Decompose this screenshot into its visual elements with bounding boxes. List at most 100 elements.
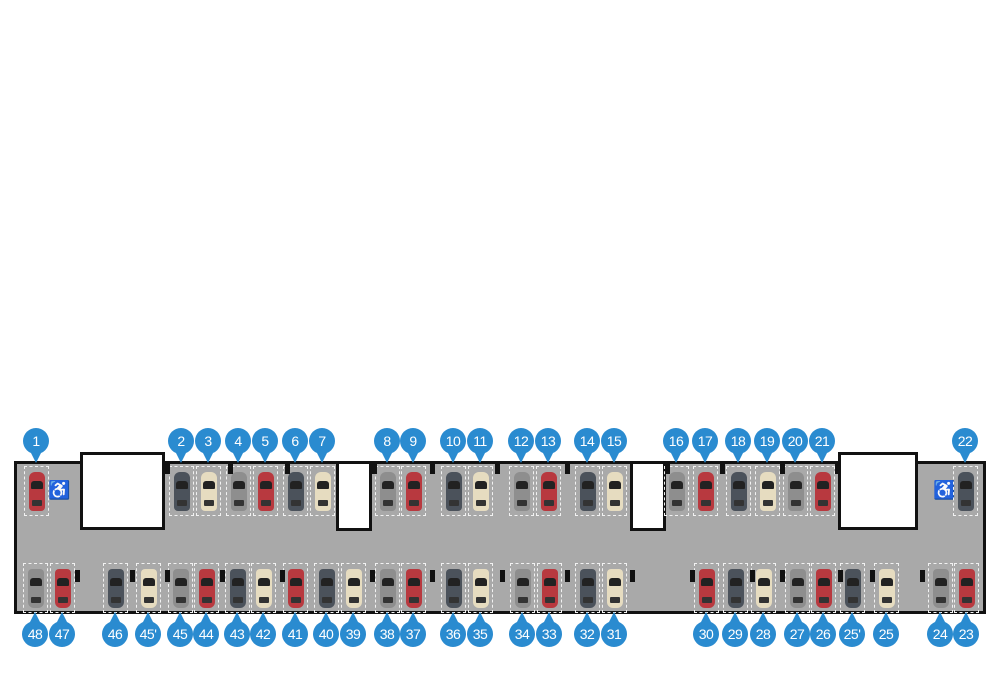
spot-number-pin[interactable]: 34: [509, 612, 535, 647]
spot-number-pin[interactable]: 6: [282, 428, 308, 463]
parking-spot[interactable]: [726, 466, 751, 516]
parking-spot[interactable]: [693, 466, 718, 516]
spot-number-pin[interactable]: 38: [374, 612, 400, 647]
parking-spot[interactable]: [954, 563, 979, 613]
parking-spot[interactable]: [103, 563, 128, 613]
parking-spot[interactable]: [928, 563, 953, 613]
spot-number-pin[interactable]: 15: [601, 428, 627, 463]
parking-spot[interactable]: [811, 563, 836, 613]
parking-spot[interactable]: [194, 563, 219, 613]
parking-spot[interactable]: [468, 563, 493, 613]
spot-number-pin[interactable]: 30: [693, 612, 719, 647]
parking-spot[interactable]: [751, 563, 776, 613]
spot-number-pin[interactable]: 20: [782, 428, 808, 463]
parking-spot[interactable]: [226, 466, 251, 516]
parking-spot[interactable]: [874, 563, 899, 613]
spot-number-pin[interactable]: 28: [750, 612, 776, 647]
spot-number-pin[interactable]: 26: [810, 612, 836, 647]
spot-number-pin[interactable]: 29: [722, 612, 748, 647]
parking-spot[interactable]: [783, 466, 808, 516]
parking-spot[interactable]: [441, 466, 466, 516]
parking-spot[interactable]: [664, 466, 689, 516]
parking-spot[interactable]: [24, 466, 49, 516]
parking-spot[interactable]: [536, 466, 561, 516]
parking-spot[interactable]: [50, 563, 75, 613]
parking-spot[interactable]: [169, 466, 194, 516]
spot-number-pin[interactable]: 37: [400, 612, 426, 647]
spot-number-pin[interactable]: 35: [467, 612, 493, 647]
spot-number-pin[interactable]: 8: [374, 428, 400, 463]
parking-spot[interactable]: [23, 563, 48, 613]
parking-spot[interactable]: [196, 466, 221, 516]
spot-number-pin[interactable]: 48: [22, 612, 48, 647]
spot-number-pin[interactable]: 43: [224, 612, 250, 647]
spot-number-pin[interactable]: 25': [839, 612, 865, 647]
spot-number-pin[interactable]: 46: [102, 612, 128, 647]
parking-spot[interactable]: [537, 563, 562, 613]
spot-number-pin[interactable]: 12: [508, 428, 534, 463]
spot-number-pin[interactable]: 5: [252, 428, 278, 463]
spot-number-pin[interactable]: 2: [168, 428, 194, 463]
spot-number-pin[interactable]: 24: [927, 612, 953, 647]
spot-number-pin[interactable]: 19: [754, 428, 780, 463]
spot-number-pin[interactable]: 9: [400, 428, 426, 463]
parking-spot[interactable]: [468, 466, 493, 516]
spot-number-pin[interactable]: 31: [601, 612, 627, 647]
spot-number-pin[interactable]: 17: [692, 428, 718, 463]
parking-spot[interactable]: [785, 563, 810, 613]
spot-number-pin[interactable]: 7: [309, 428, 335, 463]
spot-number-pin[interactable]: 36: [440, 612, 466, 647]
parking-spot[interactable]: [251, 563, 276, 613]
parking-spot[interactable]: [283, 563, 308, 613]
parking-spot[interactable]: [375, 563, 400, 613]
parking-spot[interactable]: [441, 563, 466, 613]
spot-number-pin[interactable]: 45: [167, 612, 193, 647]
parking-spot[interactable]: [401, 563, 426, 613]
spot-number-pin[interactable]: 16: [663, 428, 689, 463]
parking-spot[interactable]: [953, 466, 978, 516]
parking-spot[interactable]: [510, 563, 535, 613]
spot-number-pin[interactable]: 41: [282, 612, 308, 647]
parking-spot[interactable]: [168, 563, 193, 613]
parking-spot[interactable]: [509, 466, 534, 516]
spot-number-pin[interactable]: 27: [784, 612, 810, 647]
parking-spot[interactable]: [401, 466, 426, 516]
spot-number-pin[interactable]: 22: [952, 428, 978, 463]
spot-number-pin[interactable]: 47: [49, 612, 75, 647]
spot-number-pin[interactable]: 13: [535, 428, 561, 463]
parking-spot[interactable]: [723, 563, 748, 613]
spot-number-pin[interactable]: 44: [193, 612, 219, 647]
parking-spot[interactable]: [602, 563, 627, 613]
spot-number-pin[interactable]: 42: [250, 612, 276, 647]
parking-spot[interactable]: [341, 563, 366, 613]
parking-spot[interactable]: [755, 466, 780, 516]
spot-number-pin[interactable]: 40: [313, 612, 339, 647]
spot-number-pin[interactable]: 32: [574, 612, 600, 647]
parking-spot[interactable]: [575, 466, 600, 516]
spot-number-pin[interactable]: 45': [135, 612, 161, 647]
parking-spot[interactable]: [840, 563, 865, 613]
spot-number-pin[interactable]: 1: [23, 428, 49, 463]
parking-spot[interactable]: [136, 563, 161, 613]
spot-number-pin[interactable]: 10: [440, 428, 466, 463]
spot-number-pin[interactable]: 11: [467, 428, 493, 463]
parking-spot[interactable]: [283, 466, 308, 516]
parking-spot[interactable]: [694, 563, 719, 613]
spot-number-pin[interactable]: 4: [225, 428, 251, 463]
spot-number-pin[interactable]: 33: [536, 612, 562, 647]
spot-number-pin[interactable]: 14: [574, 428, 600, 463]
spot-number-pin[interactable]: 21: [809, 428, 835, 463]
parking-spot[interactable]: [314, 563, 339, 613]
parking-spot[interactable]: [375, 466, 400, 516]
parking-spot[interactable]: [602, 466, 627, 516]
spot-number-pin[interactable]: 18: [725, 428, 751, 463]
parking-spot[interactable]: [253, 466, 278, 516]
spot-number-pin[interactable]: 39: [340, 612, 366, 647]
parking-spot[interactable]: [810, 466, 835, 516]
parking-spot[interactable]: [225, 563, 250, 613]
spot-number-pin[interactable]: 23: [953, 612, 979, 647]
spot-number-pin[interactable]: 25: [873, 612, 899, 647]
parking-spot[interactable]: [575, 563, 600, 613]
spot-number-pin[interactable]: 3: [195, 428, 221, 463]
parking-spot[interactable]: [310, 466, 335, 516]
